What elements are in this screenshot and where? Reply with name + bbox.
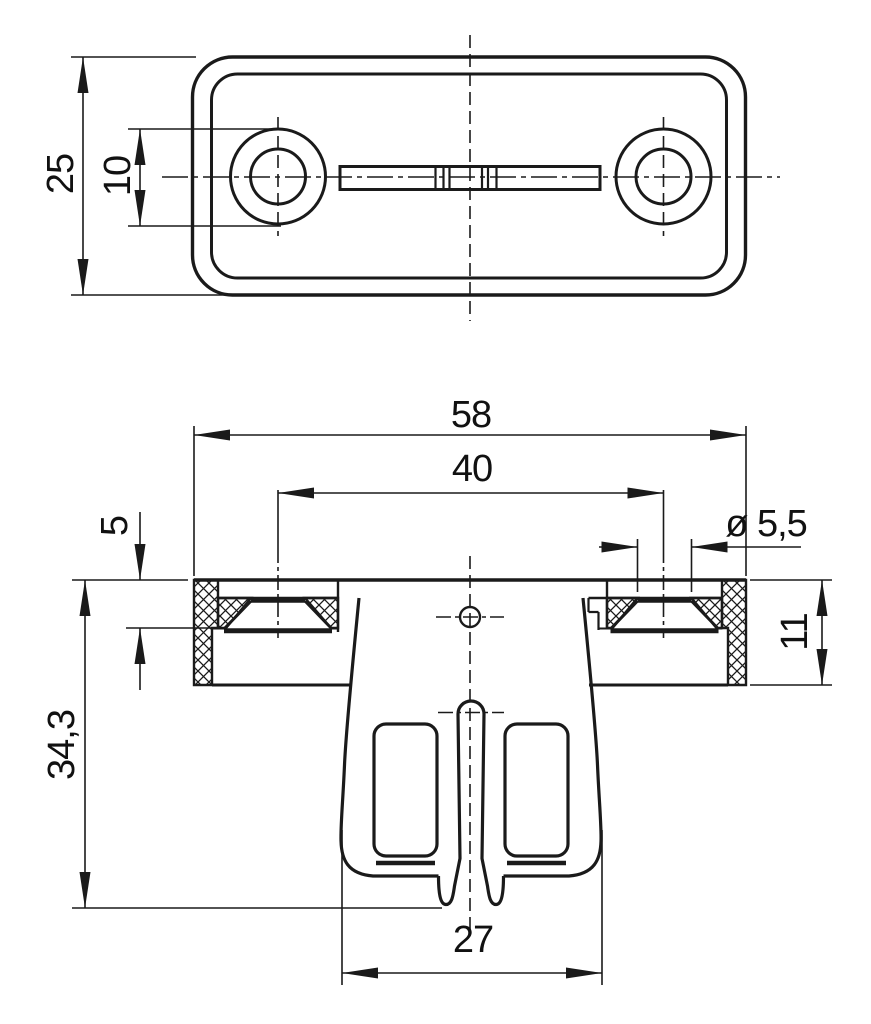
- left-countersink: [212, 596, 340, 634]
- dim-diameter-label: ø 5,5: [725, 503, 807, 545]
- left-wall-section: [192, 578, 220, 687]
- arrowhead-right: [566, 967, 602, 979]
- dimension-flange-height: 11: [750, 579, 832, 686]
- dimension-plate-height: 25: [40, 56, 232, 296]
- dim-343-label: 34,3: [41, 710, 83, 780]
- dimension-hole-diameter: ø 5,5: [599, 503, 808, 592]
- dimension-overall-height: 34,3: [41, 580, 442, 909]
- body-right-side: [503, 597, 603, 878]
- dimension-plate-offset: 5: [72, 512, 212, 690]
- arrowhead-up: [79, 580, 91, 616]
- dimension-counterbore-width: 10: [97, 128, 281, 227]
- dim-11-label: 11: [774, 613, 816, 650]
- arrowhead-left: [691, 541, 728, 553]
- dim-5-label: 5: [94, 516, 136, 536]
- right-snap-window: [503, 722, 570, 858]
- arrowhead-up: [77, 57, 89, 93]
- dim-25-label: 25: [40, 154, 82, 194]
- slot-end-step: [587, 598, 600, 630]
- center-pilot-hole: [458, 605, 482, 629]
- arrowhead-left: [278, 487, 314, 499]
- left-countersink-hatch-outer: [216, 596, 254, 630]
- front-section-view: 58 40 ø 5,5 5 34,3: [41, 394, 832, 985]
- arrowhead-down: [79, 872, 91, 908]
- right-countersink-hatch-outer: [688, 596, 724, 630]
- right-countersink: [598, 596, 724, 634]
- arrowhead-left: [342, 967, 378, 979]
- arrowhead-left: [194, 429, 230, 441]
- dimension-overall-width: 58: [193, 394, 747, 576]
- arrowhead-down: [134, 190, 146, 226]
- arrowhead-down: [134, 544, 146, 580]
- dim-58-label: 58: [451, 394, 491, 436]
- right-wall-section: [720, 578, 748, 687]
- arrowhead-down: [816, 649, 828, 685]
- arrowhead-right: [627, 487, 664, 499]
- dimension-hole-spacing: 40: [278, 448, 664, 499]
- slot-ticks: [434, 166, 498, 190]
- body-left-side: [339, 597, 439, 878]
- plate-inner-outline: [210, 72, 728, 280]
- plate-outer-outline: [190, 55, 748, 297]
- arrowhead-right: [710, 429, 746, 441]
- left-countersink-hatch-inner: [302, 596, 340, 630]
- arrowhead-up: [134, 628, 146, 664]
- arrowhead-right: [601, 541, 638, 553]
- arrowhead-up: [816, 580, 828, 616]
- top-view: 25 10: [40, 35, 780, 321]
- dim-27-label: 27: [453, 919, 493, 961]
- left-snap-window: [372, 722, 439, 858]
- arrowhead-up: [134, 129, 146, 165]
- dim-10-label: 10: [97, 156, 139, 196]
- dimension-snap-width: 27: [341, 830, 603, 985]
- snap-legs-and-keyhole-slot: [436, 699, 506, 907]
- arrowhead-down: [77, 259, 89, 295]
- dim-40-label: 40: [452, 448, 492, 490]
- right-countersink-hatch-inner: [605, 596, 641, 630]
